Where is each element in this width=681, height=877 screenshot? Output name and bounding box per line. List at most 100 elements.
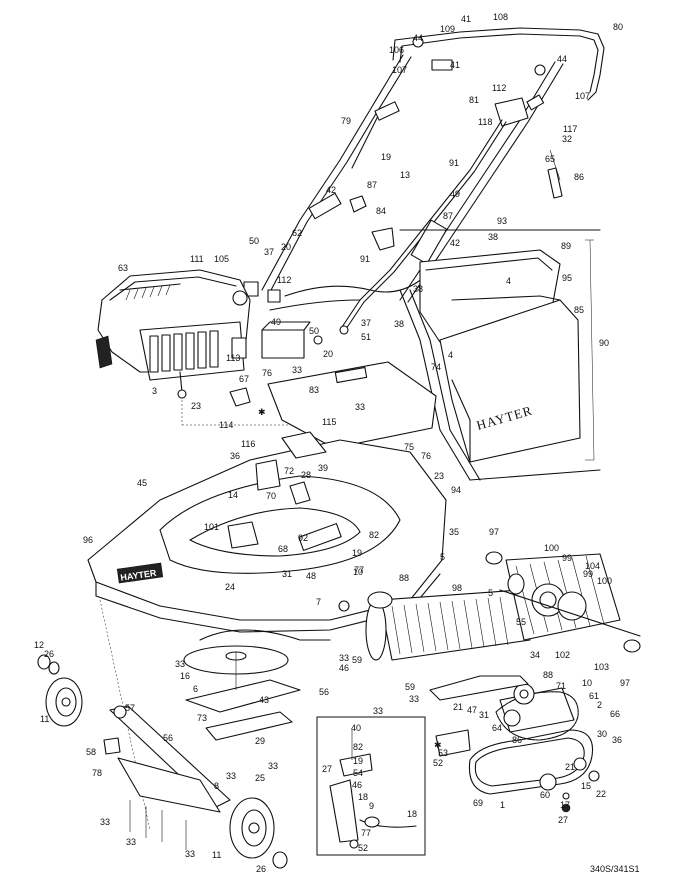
part-label-108: 108: [493, 12, 508, 22]
part-label-59: 59: [405, 682, 415, 692]
part-label-14: 14: [228, 490, 238, 500]
part-label-17: 17: [560, 800, 570, 810]
part-label-2: 2: [597, 700, 602, 710]
handle-assembly: [243, 27, 605, 345]
part-label-37: 37: [264, 247, 274, 257]
part-label-116: 116: [241, 439, 255, 449]
part-label-117: 117: [563, 124, 577, 134]
part-label-71: 71: [556, 681, 566, 691]
part-label-20: 20: [281, 242, 291, 252]
part-label-42: 42: [326, 185, 336, 195]
part-label-69: 69: [473, 798, 483, 808]
part-label-33: 33: [268, 761, 278, 771]
part-label-96: 96: [83, 535, 93, 545]
part-label-72: 72: [284, 466, 294, 476]
part-label-100: 100: [597, 576, 612, 586]
part-label-111: 111: [190, 254, 204, 264]
part-label-50: 50: [249, 236, 259, 246]
part-label-97: 97: [489, 527, 499, 537]
part-label-9: 9: [369, 801, 374, 811]
rear-chute: [267, 361, 437, 449]
part-label-39: 39: [318, 463, 328, 473]
part-label-62: 62: [292, 228, 302, 238]
part-label-33: 33: [409, 694, 419, 704]
part-label-45: 45: [137, 478, 147, 488]
part-label-40: 40: [351, 723, 361, 733]
part-label-33: 33: [175, 659, 185, 669]
part-label-36: 36: [612, 735, 622, 745]
part-label-107: 107: [392, 65, 407, 75]
drive-disc: [183, 629, 331, 741]
part-label-33: 33: [185, 849, 195, 859]
part-label-8: 8: [214, 781, 219, 791]
part-label-77: 77: [354, 565, 364, 575]
part-label-47: 47: [467, 705, 477, 715]
part-label-88: 88: [543, 670, 553, 680]
part-label-60: 60: [540, 790, 550, 800]
part-label-35: 35: [449, 527, 459, 537]
part-label-32: 32: [562, 134, 572, 144]
part-label-92: 92: [298, 533, 308, 543]
part-label-4: 4: [448, 350, 453, 360]
part-label-36: 36: [230, 451, 240, 461]
part-label-58: 58: [86, 747, 96, 757]
part-label-91: 91: [449, 158, 459, 168]
part-label-26: 26: [256, 864, 266, 874]
part-label-53: 53: [438, 748, 448, 758]
part-label-16: 16: [180, 671, 190, 681]
part-label-70: 70: [266, 491, 276, 501]
part-label-21: 21: [565, 762, 575, 772]
part-label-114: 114: [219, 420, 233, 430]
part-label-63: 63: [118, 263, 128, 273]
part-label-34: 34: [530, 650, 540, 660]
front-axle-bracket: [103, 705, 231, 850]
part-label-56: 56: [163, 733, 173, 743]
part-label-41: 41: [461, 14, 471, 24]
asterisk-marker: ✱: [434, 740, 442, 750]
part-label-99: 99: [583, 569, 593, 579]
front-wheel-left: [37, 654, 83, 727]
part-label-18: 18: [407, 809, 417, 819]
part-label-51: 51: [361, 332, 371, 342]
part-label-43: 43: [259, 695, 269, 705]
part-label-97: 97: [620, 678, 630, 688]
part-label-5: 5: [440, 552, 445, 562]
part-label-49: 49: [271, 317, 281, 327]
part-label-28: 28: [301, 470, 311, 480]
part-label-3: 3: [152, 386, 157, 396]
part-label-20: 20: [323, 349, 333, 359]
part-label-33: 33: [339, 653, 349, 663]
part-label-73: 73: [197, 713, 207, 723]
part-label-103: 103: [594, 662, 609, 672]
part-label-81: 81: [469, 95, 479, 105]
part-label-88: 88: [399, 573, 409, 583]
roller-ribs: [391, 596, 509, 655]
front-wheel-right: [229, 797, 288, 869]
part-label-13: 13: [400, 170, 410, 180]
part-label-64: 64: [492, 723, 502, 733]
part-label-113: 113: [226, 353, 240, 363]
part-label-15: 15: [581, 781, 591, 791]
part-label-86: 86: [574, 172, 584, 182]
part-label-50: 50: [309, 326, 319, 336]
drive-belt-assembly: [429, 675, 600, 813]
engine-fins: [125, 284, 171, 301]
part-label-55: 55: [516, 617, 526, 627]
part-label-31: 31: [479, 710, 489, 720]
part-label-95: 95: [562, 273, 572, 283]
part-label-46: 46: [352, 780, 362, 790]
part-label-100: 100: [544, 543, 559, 553]
part-label-27: 27: [558, 815, 568, 825]
part-label-19: 19: [353, 756, 363, 766]
part-label-33: 33: [226, 771, 236, 781]
part-label-91: 91: [360, 254, 370, 264]
part-label-74: 74: [431, 362, 441, 372]
part-label-56: 56: [319, 687, 329, 697]
part-label-10: 10: [353, 567, 363, 577]
part-label-6: 6: [193, 684, 198, 694]
part-label-12: 12: [34, 640, 44, 650]
part-label-31: 31: [282, 569, 292, 579]
part-label-82: 82: [353, 742, 363, 752]
part-label-79: 79: [341, 116, 351, 126]
part-label-82: 82: [369, 530, 379, 540]
